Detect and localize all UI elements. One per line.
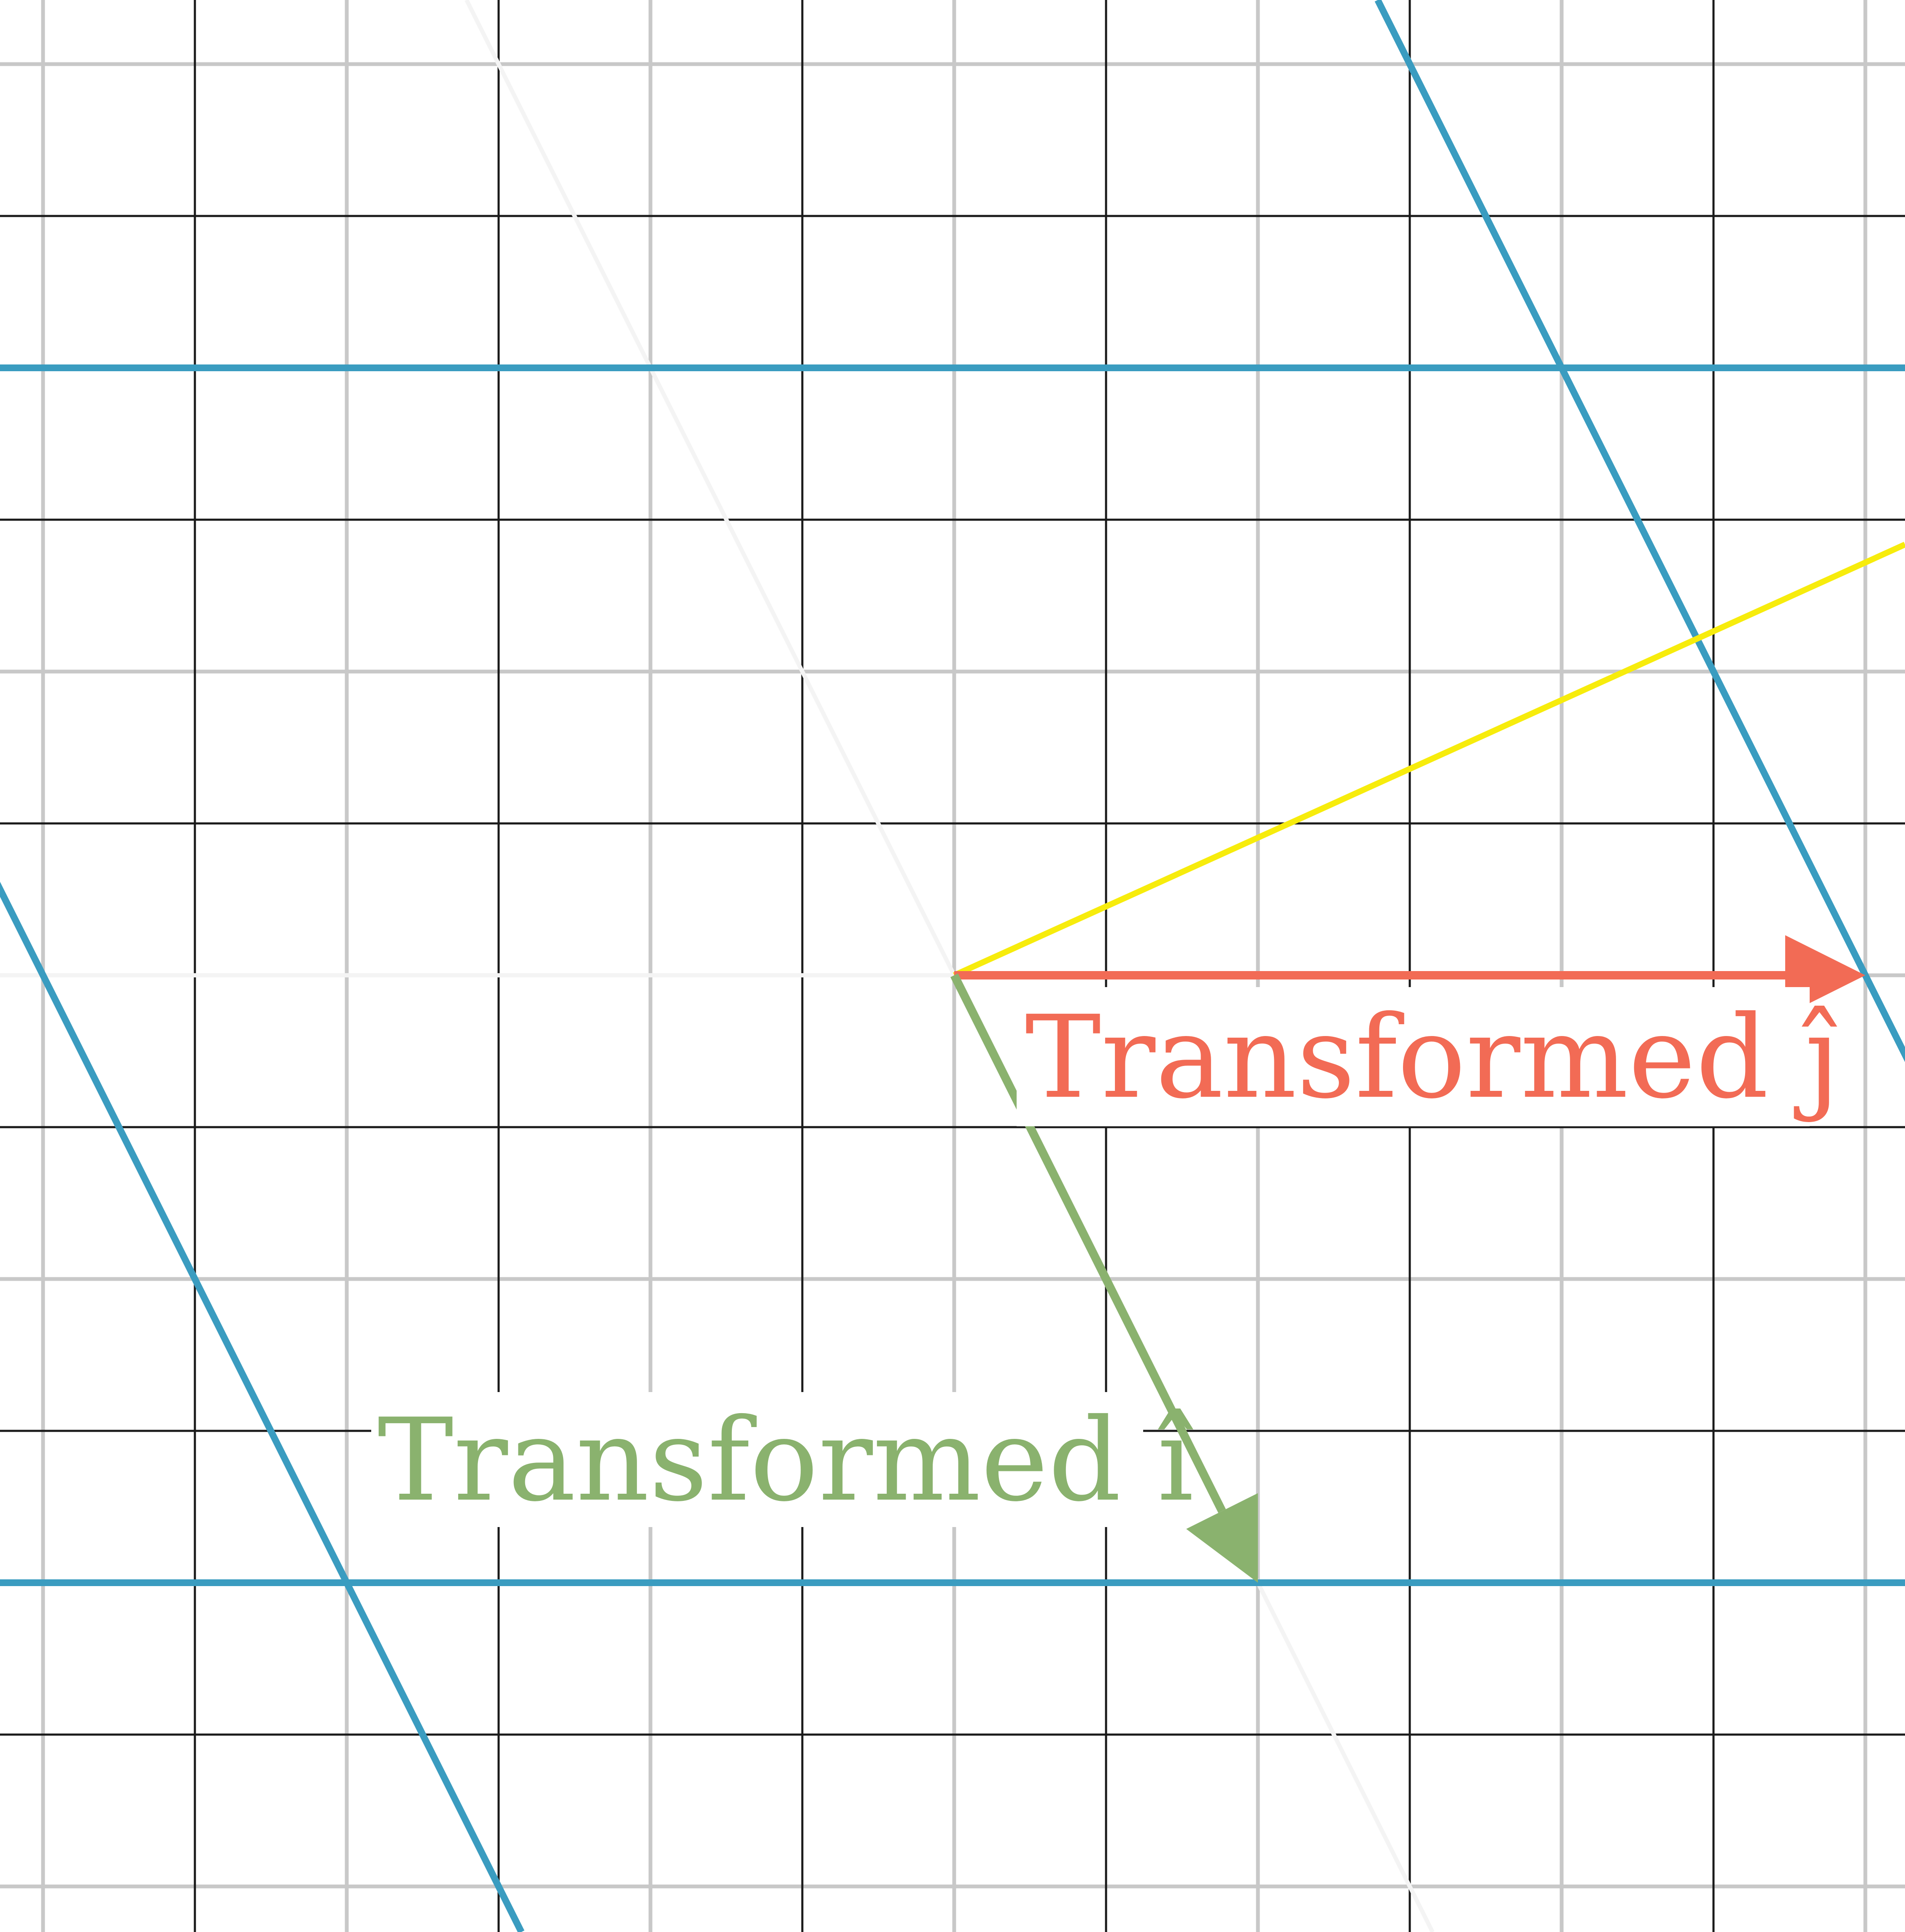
- axis-slanted-line: [464, 0, 1435, 1932]
- transformed-slanted-line: [0, 882, 525, 1932]
- highlight-line: [953, 542, 1905, 978]
- transformed-i-label: Transformed î: [378, 1394, 1195, 1527]
- transformed-i-shaft: [950, 973, 1226, 1513]
- transformed-j-label-background: [1017, 987, 1810, 1126]
- transformed-slanted-line: [1374, 0, 1905, 1062]
- transformed-i-arrowhead: [1186, 1493, 1258, 1583]
- transformed-i-vector: [950, 973, 1258, 1583]
- transformed-i-label-background: [371, 1392, 1143, 1527]
- transformed-j-label: Transformed ĵ: [1025, 991, 1840, 1124]
